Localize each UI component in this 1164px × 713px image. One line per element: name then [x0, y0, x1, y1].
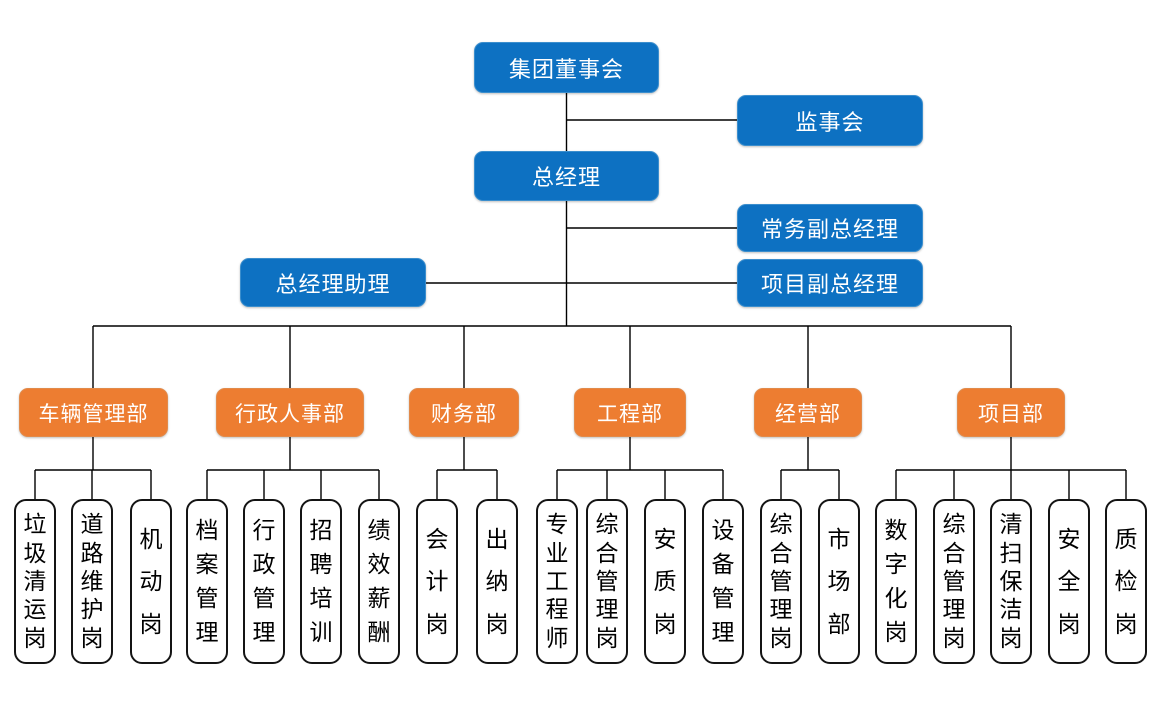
position-label: 专业工程师: [545, 511, 569, 651]
position-label: 清扫保洁岗: [999, 511, 1023, 651]
position-box: 综合管理岗: [586, 499, 628, 664]
position-box: 安全岗: [1048, 499, 1090, 664]
position-box: 设备管理: [702, 499, 744, 664]
position-box: 市场部: [818, 499, 860, 664]
position-label: 招聘培训: [309, 517, 333, 645]
node-supervisory-board: 监事会: [737, 95, 923, 146]
position-box: 综合管理岗: [760, 499, 802, 664]
position-box: 清扫保洁岗: [990, 499, 1032, 664]
dept-admin-hr: 行政人事部: [216, 388, 364, 437]
position-label: 垃圾清运岗: [23, 511, 47, 651]
position-box: 行政管理: [243, 499, 285, 664]
node-executive-deputy-gm: 常务副总经理: [737, 204, 923, 252]
position-label: 质检岗: [1114, 525, 1138, 637]
position-label: 行政管理: [252, 517, 276, 645]
position-label: 安全岗: [1057, 525, 1081, 637]
position-label: 综合管理岗: [942, 511, 966, 651]
dept-operations: 经营部: [754, 388, 862, 437]
position-label: 设备管理: [711, 517, 735, 645]
position-label: 综合管理岗: [595, 511, 619, 651]
dept-engineering: 工程部: [574, 388, 686, 437]
node-board: 集团董事会: [474, 42, 659, 93]
dept-vehicle-management: 车辆管理部: [19, 388, 168, 437]
position-box: 专业工程师: [536, 499, 578, 664]
node-general-manager: 总经理: [474, 151, 659, 201]
position-label: 出纳岗: [485, 525, 509, 637]
dept-finance: 财务部: [409, 388, 519, 437]
position-box: 质检岗: [1105, 499, 1147, 664]
position-box: 档案管理: [186, 499, 228, 664]
position-label: 机动岗: [139, 525, 163, 637]
position-label: 档案管理: [195, 517, 219, 645]
position-box: 数字化岗: [875, 499, 917, 664]
position-label: 市场部: [827, 525, 851, 637]
position-box: 道路维护岗: [71, 499, 113, 664]
position-box: 会计岗: [416, 499, 458, 664]
position-label: 安质岗: [653, 525, 677, 637]
position-label: 道路维护岗: [80, 511, 104, 651]
position-box: 综合管理岗: [933, 499, 975, 664]
position-box: 招聘培训: [300, 499, 342, 664]
position-box: 机动岗: [130, 499, 172, 664]
position-label: 会计岗: [425, 525, 449, 637]
node-project-deputy-gm: 项目副总经理: [737, 259, 923, 307]
position-label: 绩效薪酬: [367, 517, 391, 645]
node-gm-assistant: 总经理助理: [240, 258, 426, 307]
position-box: 出纳岗: [476, 499, 518, 664]
position-label: 综合管理岗: [769, 511, 793, 651]
position-box: 垃圾清运岗: [14, 499, 56, 664]
dept-project: 项目部: [957, 388, 1065, 437]
position-box: 绩效薪酬: [358, 499, 400, 664]
position-label: 数字化岗: [884, 517, 908, 645]
position-box: 安质岗: [644, 499, 686, 664]
